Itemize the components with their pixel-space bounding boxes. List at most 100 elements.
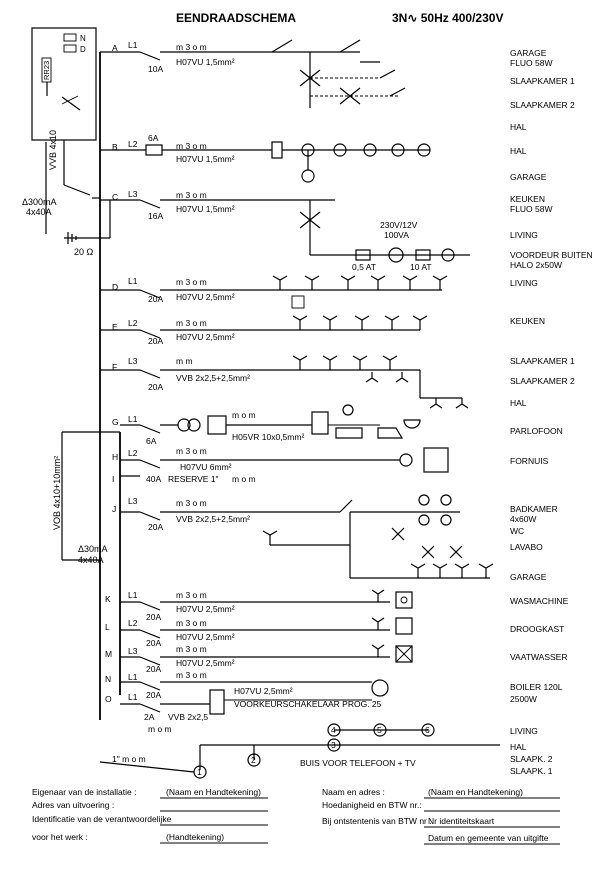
svg-text:RESERVE 1": RESERVE 1" (168, 474, 219, 484)
svg-text:20A: 20A (148, 522, 163, 532)
svg-text:Bij ontstentenis van BTW nr :: Bij ontstentenis van BTW nr : (322, 816, 432, 826)
svg-text:GARAGE: GARAGE (510, 172, 547, 182)
svg-text:SLAAPKAMER 1: SLAAPKAMER 1 (510, 356, 575, 366)
svg-text:L2: L2 (128, 318, 138, 328)
svg-text:6A: 6A (146, 436, 157, 446)
svg-text:m 3 o m: m 3 o m (176, 277, 207, 287)
svg-text:6: 6 (425, 725, 430, 735)
svg-text:HALO 2x50W: HALO 2x50W (510, 260, 562, 270)
circuit-h: H L2 m 3 o m H07VU 6mm² FORNUIS (112, 446, 549, 473)
svg-text:F: F (112, 362, 117, 372)
svg-text:L1: L1 (128, 414, 138, 424)
supply-spec: 3N∿ 50Hz 400/230V (392, 11, 503, 25)
svg-text:(Handtekening): (Handtekening) (166, 832, 224, 842)
svg-text:m 3 o m: m 3 o m (176, 42, 207, 52)
svg-text:H07VU 6mm²: H07VU 6mm² (180, 462, 232, 472)
svg-text:H07VU 1,5mm²: H07VU 1,5mm² (176, 57, 235, 67)
svg-text:HAL: HAL (510, 146, 527, 156)
svg-text:Naam en adres :: Naam en adres : (322, 787, 385, 797)
circuit-o: O L1 2A VVB 2x2,5 m o m H07VU 2,5mm² VOO… (105, 686, 382, 734)
main-diff-poles: 4x40A (26, 207, 52, 217)
svg-text:100VA: 100VA (384, 230, 409, 240)
svg-text:E: E (112, 322, 118, 332)
svg-text:H07VU 1,5mm²: H07VU 1,5mm² (176, 204, 235, 214)
svg-text:Datum en gemeente van uitgifte: Datum en gemeente van uitgifte (428, 833, 549, 843)
svg-text:230V/12V: 230V/12V (380, 220, 418, 230)
second-diff-rating: Δ30mA (78, 544, 108, 554)
circuit-m: M L3 20A m 3 o m H07VU 2,5mm² VAATWASSER (105, 644, 567, 674)
svg-text:20A: 20A (148, 336, 163, 346)
svg-text:KEUKEN: KEUKEN (510, 194, 545, 204)
svg-text:L1: L1 (128, 590, 138, 600)
svg-text:VOORKEURSCHAKELAAR PROG. 25: VOORKEURSCHAKELAAR PROG. 25 (234, 699, 382, 709)
svg-text:m o m: m o m (232, 410, 256, 420)
svg-text:VVB 2x2,5+2,5mm²: VVB 2x2,5+2,5mm² (176, 373, 250, 383)
svg-text:2A: 2A (144, 712, 155, 722)
svg-text:m o m: m o m (148, 724, 172, 734)
svg-text:m 3 o m: m 3 o m (176, 498, 207, 508)
svg-text:voor het werk :: voor het werk : (32, 832, 88, 842)
earth-electrode: 20 Ω (64, 200, 111, 257)
svg-text:5: 5 (377, 725, 382, 735)
svg-text:J: J (112, 504, 116, 514)
svg-text:LAVABO: LAVABO (510, 542, 543, 552)
circuit-c: C L3 16A m 3 o m H07VU 1,5mm² 230V/12V 1… (100, 189, 593, 272)
svg-text:DROOGKAST: DROOGKAST (510, 624, 564, 634)
svg-text:SLAAPKAMER 2: SLAAPKAMER 2 (510, 100, 575, 110)
svg-text:m 3 o m: m 3 o m (176, 618, 207, 628)
circuit-f: F L3 20A m m VVB 2x2,5+2,5mm² SLAAPKAMER… (100, 355, 575, 409)
svg-text:m 3 o m: m 3 o m (176, 141, 207, 151)
svg-text:FORNUIS: FORNUIS (510, 456, 549, 466)
svg-text:LIVING: LIVING (510, 726, 538, 736)
svg-text:GARAGE: GARAGE (510, 572, 547, 582)
circuit-a: A L1 10A m 3 o m H07VU 1,5mm² GARAGE FLU… (100, 39, 575, 110)
second-diff-cable: VOB 4x10+10mm² (52, 456, 62, 530)
svg-text:H: H (112, 452, 118, 462)
meter-box: N D RR23 (31, 27, 97, 141)
feed-cable-label: VVB 4x10 (48, 130, 58, 170)
svg-text:M: M (105, 649, 112, 659)
svg-text:KEUKEN: KEUKEN (510, 316, 545, 326)
svg-text:Adres van uitvoering :: Adres van uitvoering : (32, 800, 114, 810)
svg-text:LIVING: LIVING (510, 230, 538, 240)
svg-text:Hoedanigheid en BTW nr.:: Hoedanigheid en BTW nr.: (322, 800, 422, 810)
svg-text:20A: 20A (146, 612, 161, 622)
svg-text:H07VU 2,5mm²: H07VU 2,5mm² (176, 658, 235, 668)
svg-text:N: N (105, 674, 111, 684)
svg-text:2500W: 2500W (510, 694, 537, 704)
svg-text:20A: 20A (148, 294, 163, 304)
svg-text:SLAAPKAMER 1: SLAAPKAMER 1 (510, 76, 575, 86)
svg-text:L2: L2 (128, 448, 138, 458)
svg-text:L1: L1 (128, 692, 138, 702)
svg-text:10 AT: 10 AT (410, 262, 432, 272)
svg-text:L1: L1 (128, 276, 138, 286)
svg-text:B: B (112, 142, 118, 152)
svg-text:L3: L3 (128, 189, 138, 199)
svg-text:2: 2 (251, 755, 256, 765)
svg-text:L2: L2 (128, 139, 138, 149)
svg-text:L1: L1 (128, 40, 138, 50)
svg-text:10A: 10A (148, 64, 163, 74)
pipe-section: 4 5 6 1 2 3 1" m o m BUIS VOOR TELEFOON … (99, 723, 553, 779)
svg-text:PARLOFOON: PARLOFOON (510, 426, 563, 436)
svg-text:20A: 20A (146, 690, 161, 700)
svg-text:D: D (112, 282, 118, 292)
svg-text:G: G (112, 417, 119, 427)
svg-text:Identificatie van de verantwoo: Identificatie van de verantwoordelijke (32, 814, 172, 824)
svg-text:L3: L3 (128, 496, 138, 506)
svg-text:C: C (112, 192, 118, 202)
circuit-d: D L1 20A m 3 o m H07VU 2,5mm² LIVING (100, 275, 538, 304)
second-diff-poles: 4x40A (78, 555, 104, 565)
svg-text:H07VU 2,5mm²: H07VU 2,5mm² (176, 604, 235, 614)
footer-form: Eigenaar van de installatie : (Naam en H… (32, 787, 560, 845)
svg-text:H07VU 2,5mm²: H07VU 2,5mm² (176, 632, 235, 642)
svg-text:O: O (105, 694, 112, 704)
svg-text:WASMACHINE: WASMACHINE (510, 596, 569, 606)
svg-text:H05VR 10x0,5mm²: H05VR 10x0,5mm² (232, 432, 304, 442)
svg-text:m 3 o m: m 3 o m (176, 446, 207, 456)
circuit-i: I 40A RESERVE 1" m o m (112, 474, 256, 484)
svg-text:HAL: HAL (510, 742, 527, 752)
circuit-j: J L3 20A m 3 o m VVB 2x2,5+2,5mm² BADKAM… (112, 494, 558, 582)
svg-text:WC: WC (510, 526, 524, 536)
svg-text:I: I (112, 474, 114, 484)
